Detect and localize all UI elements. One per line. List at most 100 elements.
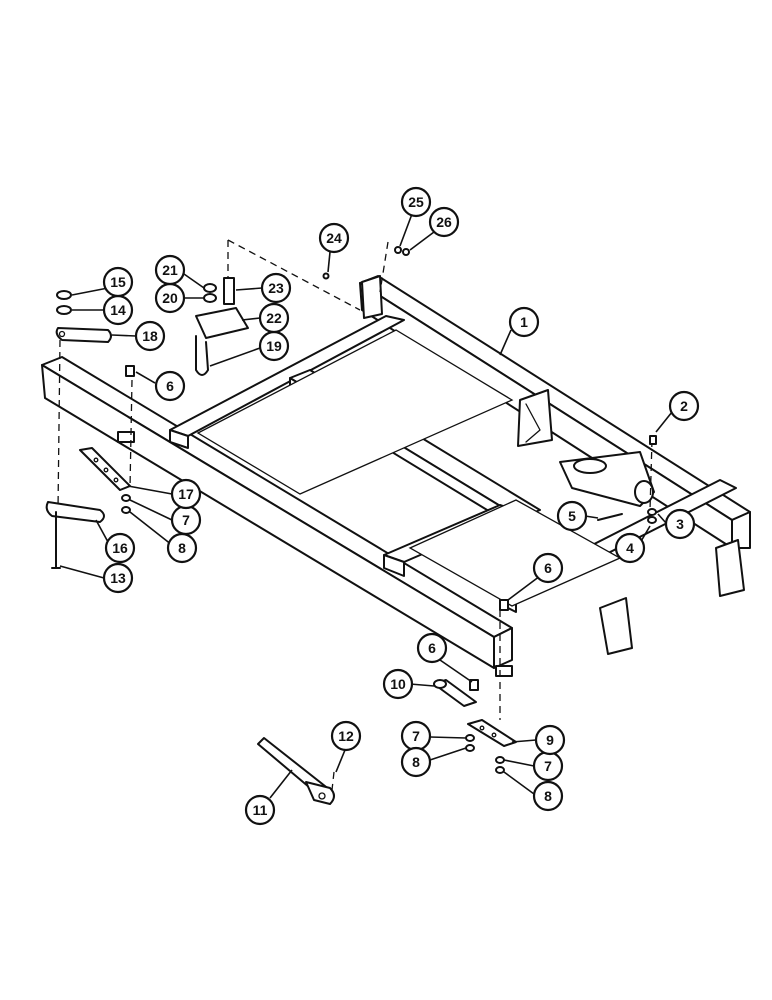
svg-text:7: 7 [412, 728, 420, 744]
svg-text:21: 21 [162, 262, 178, 278]
leader-12 [335, 749, 346, 773]
leader-10 [409, 683, 435, 687]
leader-6a [135, 371, 156, 384]
callout-7-left: 7 [170, 504, 202, 536]
svg-text:19: 19 [266, 338, 282, 354]
svg-text:17: 17 [178, 486, 194, 502]
pin-24 [322, 272, 330, 280]
svg-text:6: 6 [544, 560, 552, 576]
leader-2 [655, 411, 673, 433]
nut-8-mid [465, 744, 475, 752]
washer-7-left [121, 494, 131, 502]
svg-text:3: 3 [676, 516, 684, 532]
callout-6-mid: 6 [532, 552, 564, 584]
bolt-2 [649, 435, 657, 445]
callout-8-right: 8 [532, 780, 564, 812]
leader-5 [584, 515, 599, 519]
callout-12: 12 [330, 720, 362, 752]
cross-member-lower-side [383, 554, 405, 577]
callout-6-bottom: 6 [416, 632, 448, 664]
svg-text:8: 8 [178, 540, 186, 556]
bolt-6-left [125, 365, 135, 377]
bar-hole [113, 477, 119, 483]
callout-5: 5 [556, 500, 588, 532]
svg-text:16: 16 [112, 540, 128, 556]
svg-text:2: 2 [680, 398, 688, 414]
svg-text:20: 20 [162, 290, 178, 306]
plate-22 [195, 307, 249, 339]
callout-3: 3 [664, 508, 696, 540]
callout-21: 21 [154, 254, 186, 286]
callout-22: 22 [258, 302, 290, 334]
svg-text:4: 4 [626, 540, 634, 556]
svg-text:26: 26 [436, 214, 452, 230]
leader-6c [439, 659, 473, 683]
washer-7-mid [465, 734, 475, 742]
svg-text:22: 22 [266, 310, 282, 326]
svg-text:13: 13 [110, 570, 126, 586]
leader-7c [503, 759, 535, 767]
leader-7a [129, 499, 173, 521]
gusset-bracket [517, 389, 553, 447]
callout-7-mid: 7 [400, 720, 432, 752]
nut-15 [56, 290, 72, 300]
callout-1: 1 [508, 306, 540, 338]
callout-8-left: 8 [166, 532, 198, 564]
callout-4: 4 [614, 532, 646, 564]
bracket-10-boss [433, 679, 447, 689]
washer-7-right [495, 756, 505, 764]
callout-16: 16 [104, 532, 136, 564]
u-bolt-19 [195, 335, 209, 376]
svg-text:10: 10 [390, 676, 406, 692]
part-25 [394, 246, 402, 254]
leader-7b [429, 736, 467, 739]
washer-3 [647, 508, 657, 516]
svg-text:6: 6 [166, 378, 174, 394]
callout-7-right: 7 [532, 750, 564, 782]
leader-15 [71, 287, 109, 296]
leader-25 [399, 213, 413, 247]
alignment-lines [57, 239, 653, 720]
callout-6-left: 6 [154, 370, 186, 402]
callout-9: 9 [534, 724, 566, 756]
pivot-lug [573, 458, 607, 474]
svg-text:23: 23 [268, 280, 284, 296]
svg-text:11: 11 [253, 802, 268, 818]
callout-18: 18 [134, 320, 166, 352]
part-26 [402, 248, 410, 256]
callout-19: 19 [258, 330, 290, 362]
nut-4 [647, 516, 657, 524]
svg-text:6: 6 [428, 640, 436, 656]
leader-8c [503, 771, 535, 795]
nut-21 [203, 283, 217, 293]
callout-26: 26 [428, 206, 460, 238]
frame-assembly [41, 275, 751, 677]
arm-hole [318, 792, 326, 800]
pad-left [117, 431, 135, 443]
leader-11 [269, 769, 293, 799]
leader-19 [209, 347, 261, 367]
frame-opening-upper [196, 329, 514, 495]
leader-24 [327, 251, 331, 273]
cross-member-left-side [169, 429, 189, 449]
callout-15: 15 [102, 266, 134, 298]
bar-hole [93, 457, 99, 463]
svg-text:5: 5 [568, 508, 576, 524]
link-hole [58, 330, 66, 338]
bar-hole [103, 467, 109, 473]
callout-23: 23 [260, 272, 292, 304]
svg-text:18: 18 [142, 328, 158, 344]
callout-8-mid: 8 [400, 746, 432, 778]
adjuster-bar-9 [467, 719, 517, 747]
hanger-bracket-3 [361, 275, 383, 319]
callout-11: 11 [244, 794, 276, 826]
leader-21 [183, 273, 205, 289]
bolt-6-bottom [469, 679, 479, 691]
hanger-bracket-2 [715, 539, 745, 597]
svg-text:14: 14 [110, 302, 126, 318]
callout-24: 24 [318, 222, 350, 254]
svg-text:15: 15 [110, 274, 126, 290]
hardware [45, 246, 657, 805]
bar-hole [491, 732, 497, 738]
leader-16 [95, 519, 109, 543]
